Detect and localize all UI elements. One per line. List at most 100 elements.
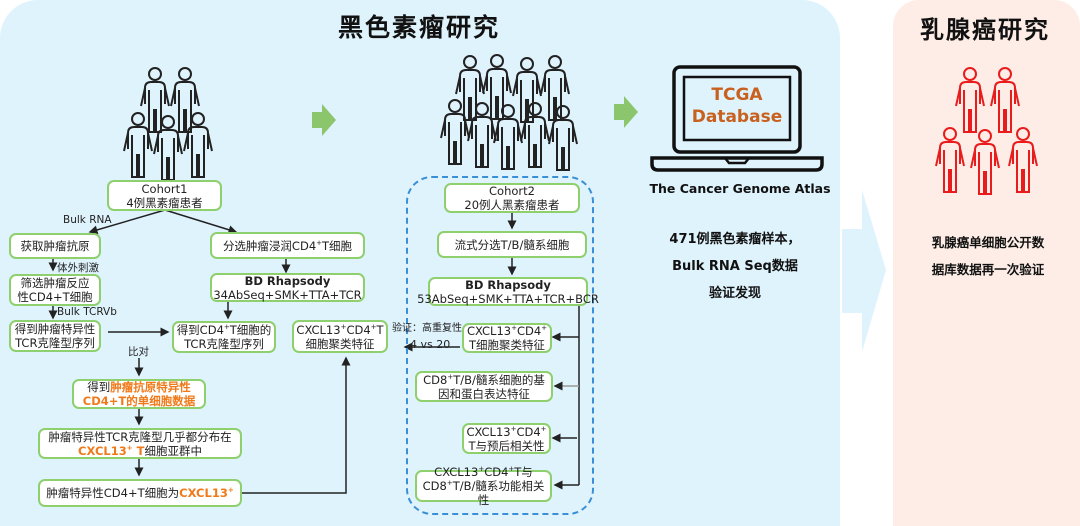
superscript: + <box>316 238 323 247</box>
box-line: CD8+T/B/髓系细胞的基 <box>423 373 545 387</box>
cd4-tcr-box: 得到CD4+T细胞的 TCR克隆型序列 <box>172 321 276 353</box>
cohort1-desc: 4例黑素瘤患者 <box>126 195 203 210</box>
finding-line: 471例黑色素瘤样本， <box>669 232 801 247</box>
text-part: T/B/髓系细胞的基 <box>453 372 545 387</box>
breast-description: 乳腺癌单细胞公开数 据库数据再一次验证 <box>898 229 1078 283</box>
flow-sort-box: 流式分选T/B/髓系细胞 <box>437 231 587 258</box>
box-line: 性CD4+T细胞 <box>17 290 93 304</box>
text-part: T/B/髓系功能相关性 <box>452 479 545 507</box>
box-line: 分选肿瘤浸润CD4+T细胞 <box>223 239 352 253</box>
single-cell-data-box: 得到肿瘤抗原特异性 CD4+T的单细胞数据 <box>72 379 206 409</box>
breast-desc-line: 据库数据再一次验证 <box>931 262 1045 277</box>
bd-title: BD Rhapsody <box>244 273 331 288</box>
breast-desc-line: 乳腺癌单细胞公开数 <box>931 235 1045 250</box>
superscript: + <box>340 322 347 331</box>
bd-rhapsody-box-2: BD Rhapsody 53AbSeq+SMK+TTA+TCR+BCR <box>417 277 599 306</box>
validation-label: 验证：高重复性 <box>392 323 462 334</box>
highlight-text: CXCL13 <box>179 486 228 500</box>
highlight-text: T <box>132 443 145 458</box>
cohort2-desc: 20例人黑素瘤患者 <box>464 198 560 212</box>
right-arrow-icon <box>614 96 638 128</box>
cohort2-name: Cohort2 <box>489 184 535 198</box>
superscript: + <box>508 465 515 474</box>
text-part: CD4 <box>516 424 541 439</box>
finding-line: Bulk RNA Seq数据 <box>672 259 798 274</box>
highlight-text: 肿瘤抗原特异性 <box>110 380 191 394</box>
validation-ratio: 4 vs 20 <box>410 338 451 351</box>
box-line: CD8+T/B/髓系功能相关性 <box>417 479 550 507</box>
cxcl13-cluster-box: CXCL13+CD4+T 细胞聚类特征 <box>292 320 388 353</box>
box-line: TCR克隆型序列 <box>15 336 95 350</box>
text-part: CD4 <box>484 465 509 479</box>
highlight-text: CXCL13 <box>78 443 127 458</box>
text-prefix: 分选肿瘤浸润CD4 <box>222 238 317 253</box>
expression-features-box: CD8+T/B/髓系细胞的基 因和蛋白表达特征 <box>415 371 553 402</box>
highlight-text: CD4+T的单细胞数据 <box>82 394 196 408</box>
box-line: 筛选肿瘤反应 <box>20 276 90 290</box>
text-part: CXCL13 <box>466 424 511 439</box>
box-line: 细胞聚类特征 <box>305 336 375 351</box>
right-arrow-icon <box>312 104 336 136</box>
cohort1-name: Cohort1 <box>141 181 188 196</box>
text-part: CD4 <box>516 324 542 338</box>
box-line: CXCL13+CD4+ <box>467 324 547 338</box>
edge-label-stimulation: 体外刺激 <box>57 262 99 274</box>
breast-cancer-panel <box>893 0 1080 526</box>
box-line: TCR克隆型序列 <box>184 337 264 351</box>
superscript: + <box>540 424 547 433</box>
text-part: CD8 <box>422 479 447 493</box>
text-prefix: 得到CD4 <box>176 323 224 337</box>
get-antigen-box: 获取肿瘤抗原 <box>9 233 101 259</box>
box-line: CXCL13+ T细胞亚群中 <box>78 444 202 458</box>
database-label: Database <box>691 107 783 127</box>
tcga-caption: The Cancer Genome Atlas <box>649 181 831 196</box>
tcr-distribution-box: 肿瘤特异性TCR克隆型几乎都分布在 CXCL13+ T细胞亚群中 <box>38 428 242 459</box>
edge-label-tcrvb: Bulk TCRVb <box>57 306 117 318</box>
superscript: + <box>478 465 485 474</box>
text-part: CD8 <box>423 372 448 387</box>
laptop-icon <box>650 65 824 172</box>
box-line: CXCL13+CD4+ <box>466 425 546 439</box>
box-line: 肿瘤特异性CD4+T细胞为CXCL13+ <box>46 486 233 500</box>
text-part: CD4 <box>346 322 371 337</box>
text-suffix: 细胞亚群中 <box>144 443 202 458</box>
superscript: + <box>223 323 230 332</box>
screen-cd4-box: 筛选肿瘤反应 性CD4+T细胞 <box>9 274 101 306</box>
tcga-label: TCGA <box>711 85 763 105</box>
bd-title: BD Rhapsody <box>465 277 551 292</box>
box-line: 肿瘤特异性TCR克隆型几乎都分布在 <box>48 429 232 444</box>
text-part: CXCL13 <box>296 322 341 337</box>
superscript: + <box>227 486 234 495</box>
superscript: + <box>126 443 133 452</box>
box-line: 得到肿瘤特异性 <box>14 322 96 336</box>
box-line: CXCL13+CD4+T <box>296 323 383 337</box>
breast-title: 乳腺癌研究 <box>920 16 1050 44</box>
text-part: CXCL13 <box>434 465 479 479</box>
text-prefix: 肿瘤特异性CD4+T细胞为 <box>46 486 180 500</box>
superscript: + <box>370 322 377 331</box>
box-line: CXCL13+CD4+T与 <box>434 465 533 479</box>
cohort1-box: Cohort1 4例黑素瘤患者 <box>107 180 222 211</box>
tcga-screen-text: TCGA Database <box>684 84 790 128</box>
text-part: T <box>376 322 384 337</box>
superscript: + <box>446 479 453 488</box>
prognosis-box: CXCL13+CD4+ T与预后相关性 <box>462 423 551 454</box>
superscript: + <box>510 424 517 433</box>
tumor-tcr-box: 得到肿瘤特异性 TCR克隆型序列 <box>9 320 101 352</box>
melanoma-title: 黑色素瘤研究 <box>338 13 501 42</box>
text-suffix: T细胞 <box>322 238 353 253</box>
box-line: T与预后相关性 <box>468 438 545 453</box>
bd-detail: 53AbSeq+SMK+TTA+TCR+BCR <box>417 291 599 306</box>
edge-label-bulk-rna: Bulk RNA <box>63 214 112 226</box>
text-prefix: 得到 <box>87 380 111 394</box>
breast-people-icon <box>935 67 1038 195</box>
box-line: T细胞聚类特征 <box>468 338 546 352</box>
text-suffix: T细胞的 <box>229 323 272 337</box>
superscript: + <box>511 324 517 333</box>
bd-rhapsody-box-1: BD Rhapsody 34AbSeq+SMK+TTA+TCR <box>210 273 365 302</box>
finding-line: 验证发现 <box>708 286 761 301</box>
box-line: 得到肿瘤抗原特异性 <box>87 380 191 394</box>
box-line: 得到CD4+T细胞的 <box>177 323 272 337</box>
superscript: + <box>541 324 548 333</box>
